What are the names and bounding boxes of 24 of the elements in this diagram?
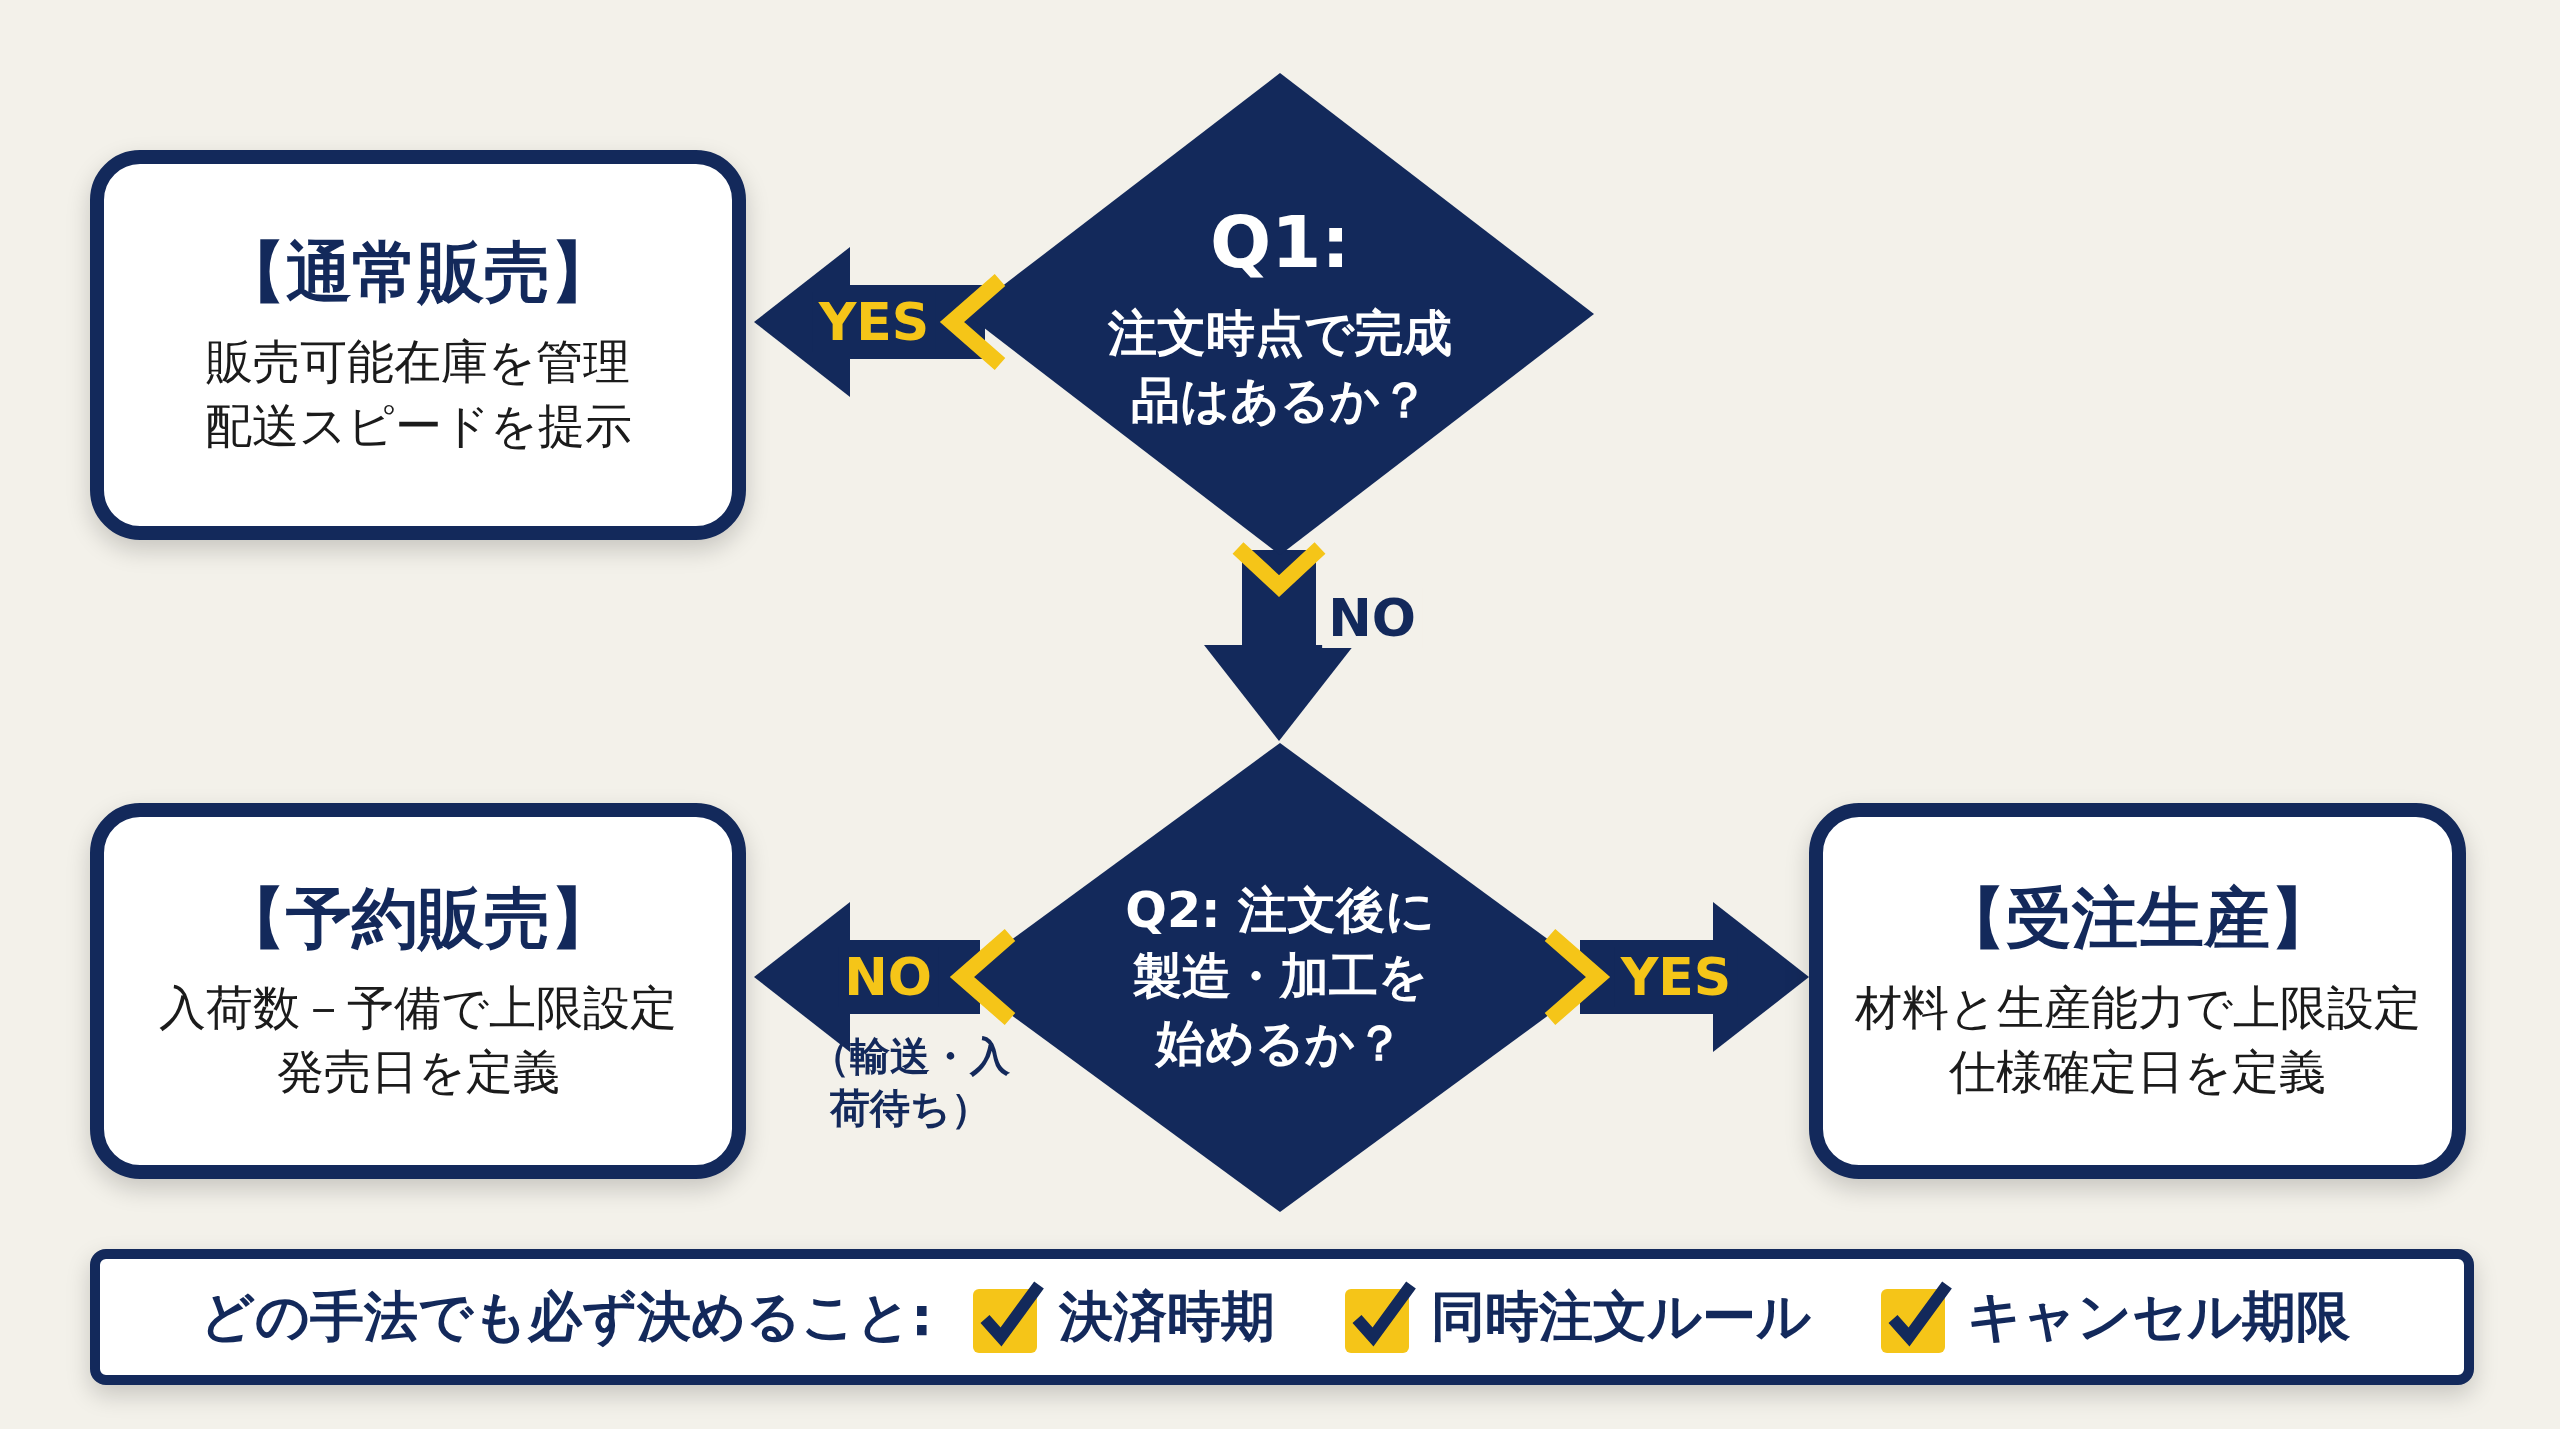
result-box (1809, 803, 2466, 1179)
box-text: 材料と生産能力で上限設定 (1854, 979, 2421, 1038)
box-text: 配送スピードを提示 (204, 396, 632, 455)
checklist-heading: どの手法でも必ず決めること: (200, 1283, 933, 1350)
box-text: 販売可能在庫を管理 (206, 333, 630, 392)
result-box (90, 150, 746, 540)
block-arrow (754, 247, 985, 397)
box-heading: 【受注生産】 (1939, 878, 2336, 959)
box-heading: 【通常販売】 (220, 232, 616, 313)
checklist-item: キャンセル期限 (1966, 1283, 2350, 1350)
block-arrow (754, 902, 980, 1052)
block-arrow (1204, 550, 1354, 741)
block-arrow (1580, 902, 1809, 1052)
question-label: Q1: (1209, 199, 1351, 287)
checklist-item: 決済時期 (1058, 1283, 1275, 1350)
result-box (90, 803, 746, 1179)
question-text: 注文時点で完成品はあるか？ (1107, 304, 1453, 431)
question-text: Q2: 注文後に製造・加工を始めるか？ (1124, 881, 1436, 1074)
checklist-item: 同時注文ルール (1430, 1283, 1811, 1350)
checklist-bar (90, 1249, 2474, 1385)
box-text: 仕様確定日を定義 (1949, 1042, 2326, 1101)
box-text: 入荷数－予備で上限設定 (159, 979, 677, 1038)
box-heading: 【予約販売】 (220, 878, 616, 959)
box-text: 発売日を定義 (276, 1042, 560, 1101)
